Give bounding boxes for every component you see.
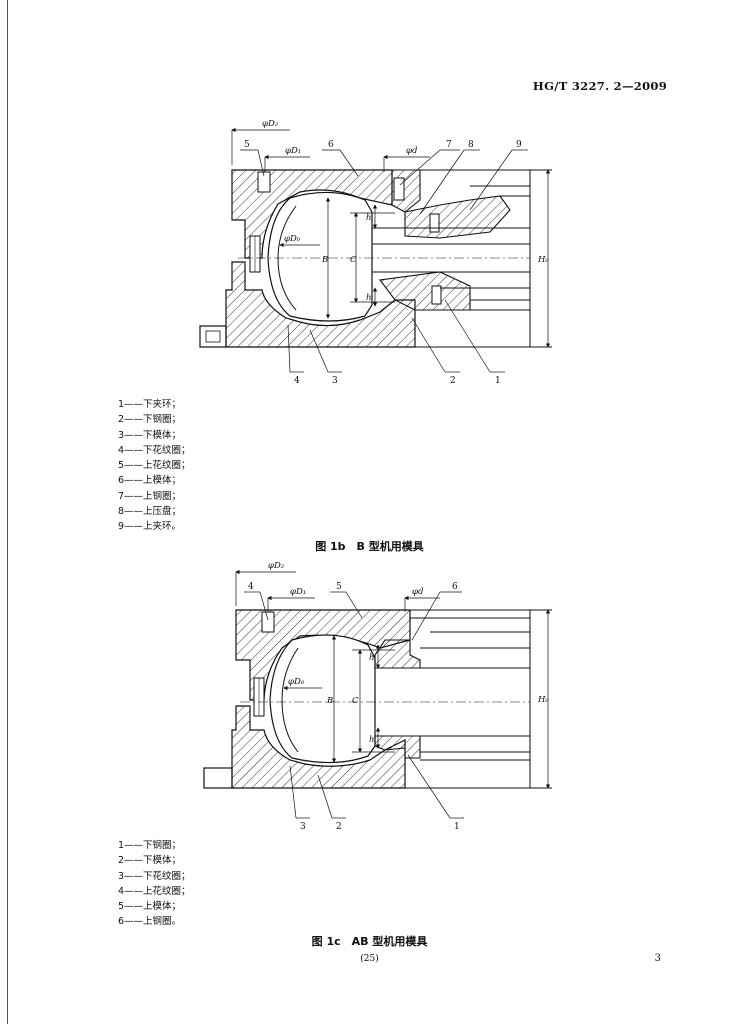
dim-B: B <box>326 696 333 706</box>
legend-item: 6——上模体； <box>118 475 182 487</box>
page-edge-line <box>7 0 8 1024</box>
dim-h-bottom: h <box>369 735 374 745</box>
dim-D1: φD₁ <box>290 587 306 597</box>
callout-3: 3 <box>300 822 306 830</box>
callout-4: 4 <box>294 376 300 386</box>
callout-2: 2 <box>336 822 342 830</box>
legend-item: 1——下钢圈； <box>118 840 182 851</box>
legend-item: 8——上压盘； <box>118 506 182 518</box>
figure-1c-mold-drawing: φD₂ φD₁ φd φD₀ B C h h H₀ 4 5 6 3 2 1 <box>203 561 552 830</box>
legend-item: 6——上钢圈。 <box>118 916 182 928</box>
dim-B: B <box>321 255 328 265</box>
legend-item: 9——上夹环。 <box>118 521 182 533</box>
legend-item: 4——上花纹圈； <box>118 885 191 897</box>
legend-figure-1c: 1——下钢圈； 2——下模体； 3——下花纹圈； 4——上花纹圈； 5——上模体… <box>118 838 191 930</box>
callout-6: 6 <box>452 582 458 592</box>
press-rails <box>375 609 552 789</box>
dim-h-top: h <box>369 653 374 663</box>
legend-item: 5——上模体； <box>118 901 182 913</box>
flange-hole <box>205 330 221 343</box>
dim-d: φd <box>406 146 418 156</box>
press-rails <box>372 169 552 348</box>
legend-figure-1b: 1——下夹环； 2——下钢圈； 3——下模体； 4——下花纹圈； 5——上花纹圈… <box>118 397 191 535</box>
upper-steel-ring <box>374 639 421 669</box>
tire-cavity <box>267 191 373 322</box>
legend-item: 2——下模体； <box>118 855 182 867</box>
dim-D2: φD₂ <box>262 119 279 129</box>
callout-9: 9 <box>516 140 522 150</box>
callout-5: 5 <box>336 582 342 592</box>
callout-2: 2 <box>450 376 456 386</box>
upper-bolt <box>393 177 405 201</box>
base-flange <box>199 325 227 348</box>
callout-1: 1 <box>495 376 501 386</box>
standard-number: HG/T 3227. 2—2009 <box>532 79 667 93</box>
dim-D1: φD₁ <box>285 146 301 156</box>
base-flange <box>203 767 233 789</box>
legend-item: 3——下花纹圈； <box>118 870 191 882</box>
figure-1b-mold-drawing: φD₂ φD₁ φd φD₀ B C h h H₀ 5 6 7 8 9 4 3 … <box>199 119 552 386</box>
dim-D0: φD₀ <box>284 234 301 244</box>
page-number-right: 3 <box>654 953 661 964</box>
dim-H0: H₀ <box>537 695 549 705</box>
dim-H0: H₀ <box>537 255 549 265</box>
dim-d: φd <box>412 587 424 597</box>
upper-mold-bolt <box>257 171 271 193</box>
dim-D2: φD₂ <box>268 561 285 571</box>
legend-item: 5——上花纹圈； <box>118 460 191 472</box>
dim-C: C <box>350 255 357 265</box>
callout-6: 6 <box>328 140 334 150</box>
callout-7: 7 <box>446 140 452 150</box>
callout-4: 4 <box>248 582 254 592</box>
legend-item: 2——下钢圈； <box>118 414 182 426</box>
upper-mold-bolt <box>261 611 275 633</box>
figure-1c-caption: 图 1c AB 型机用模具 <box>311 935 428 948</box>
legend-item: 7——上钢圈； <box>118 490 182 502</box>
dim-C: C <box>352 696 359 706</box>
dim-h-bottom: h <box>366 293 371 303</box>
lower-bolt <box>431 285 442 305</box>
upper-press-bolt <box>429 213 440 233</box>
legend-item: 3——下模体； <box>118 429 182 441</box>
legend-item: 4——下花纹圈； <box>118 444 191 456</box>
upper-clamp-ring <box>404 195 511 239</box>
callout-1: 1 <box>454 822 460 830</box>
page-number-center: (25) <box>360 954 379 964</box>
callout-8: 8 <box>468 140 474 150</box>
figure-1b-caption: 图 1b B 型机用模具 <box>315 540 424 553</box>
callout-3: 3 <box>332 376 338 386</box>
tire-cavity <box>269 634 376 764</box>
dim-D0: φD₀ <box>288 677 305 687</box>
callout-5: 5 <box>244 140 250 150</box>
legend-item: 1——下夹环； <box>118 399 182 410</box>
dim-h-top: h <box>366 213 371 223</box>
tread-ring-line <box>281 647 299 753</box>
